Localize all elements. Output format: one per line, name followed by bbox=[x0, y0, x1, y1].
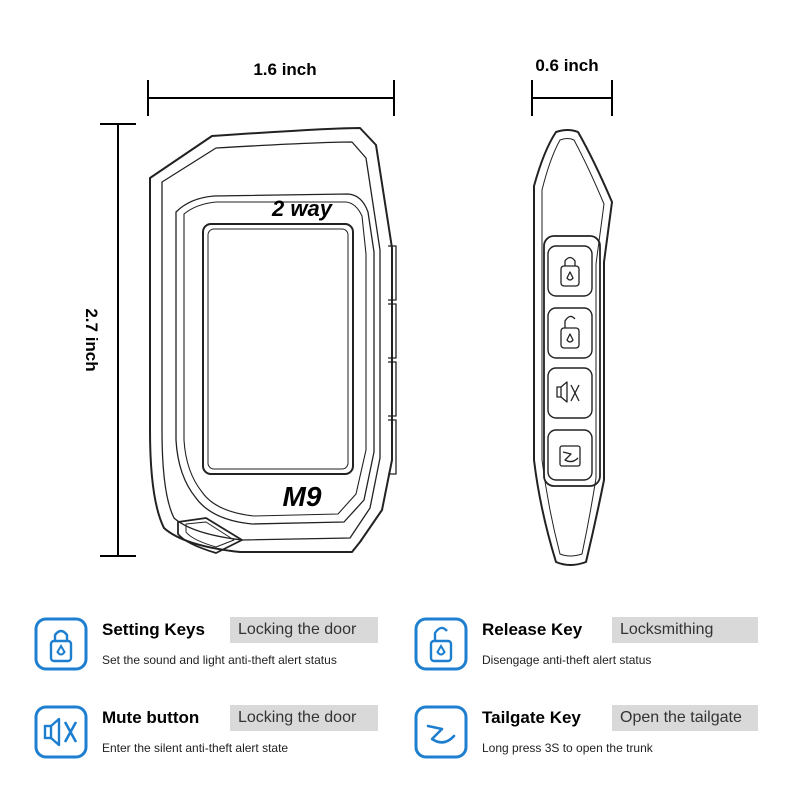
width-label: 1.6 inch bbox=[253, 60, 316, 79]
height-dimension bbox=[100, 123, 136, 557]
trunk-icon bbox=[414, 705, 468, 759]
lock-open-icon bbox=[414, 617, 468, 671]
mute-icon bbox=[34, 705, 88, 759]
key-title: Release Key bbox=[482, 620, 583, 639]
key-title: Mute button bbox=[102, 708, 200, 727]
model-label: M9 bbox=[283, 481, 322, 512]
remote-side-view bbox=[533, 129, 613, 566]
key-description: Disengage anti-theft alert status bbox=[482, 653, 652, 667]
key-description: Set the sound and light anti-theft alert… bbox=[102, 653, 337, 667]
remote-diagram: 1.6 inch 2.7 inch 0.6 inch 2 way M9 bbox=[82, 56, 613, 566]
key-description: Long press 3S to open the trunk bbox=[482, 741, 653, 755]
key-title: Setting Keys bbox=[102, 620, 205, 639]
side-buttons bbox=[388, 245, 397, 475]
key-setting: Setting Keys Locking the door Set the so… bbox=[34, 617, 394, 677]
remote-front-view bbox=[149, 127, 397, 554]
led-window bbox=[177, 517, 243, 554]
key-tag: Open the tailgate bbox=[612, 705, 758, 731]
mode-label: 2 way bbox=[271, 196, 334, 221]
depth-dimension bbox=[531, 80, 613, 116]
depth-label: 0.6 inch bbox=[535, 56, 598, 75]
width-dimension bbox=[147, 80, 395, 116]
key-tailgate: Tailgate Key Open the tailgate Long pres… bbox=[414, 705, 774, 765]
lock-closed-icon bbox=[34, 617, 88, 671]
key-release: Release Key Locksmithing Disengage anti-… bbox=[414, 617, 774, 677]
key-mute: Mute button Locking the door Enter the s… bbox=[34, 705, 394, 765]
key-tag: Locksmithing bbox=[612, 617, 758, 643]
key-tag: Locking the door bbox=[230, 705, 378, 731]
lcd-screen bbox=[202, 223, 354, 475]
key-tag: Locking the door bbox=[230, 617, 378, 643]
height-label: 2.7 inch bbox=[82, 308, 101, 371]
key-description: Enter the silent anti-theft alert state bbox=[102, 741, 289, 755]
key-title: Tailgate Key bbox=[482, 708, 581, 727]
